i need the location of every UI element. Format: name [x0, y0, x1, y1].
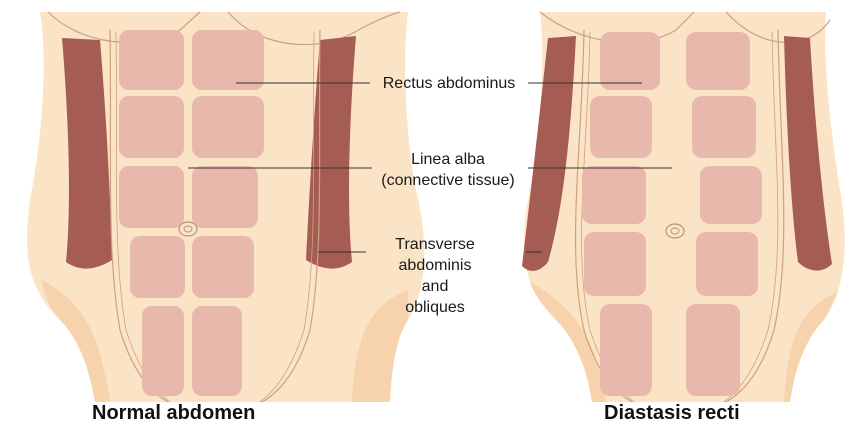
normal-rectus-block [119, 30, 184, 90]
rectus-abdominus-label: Rectus abdominus [370, 73, 528, 94]
diastasis-rectus-block [590, 96, 652, 158]
normal-abdomen-caption: Normal abdomen [92, 402, 255, 425]
diastasis-rectus-block [600, 32, 660, 90]
normal-rectus-block [119, 96, 184, 158]
diastasis-recti-caption: Diastasis recti [604, 402, 740, 425]
diastasis-rectus-block [700, 166, 762, 224]
normal-abdomen-figure [27, 12, 424, 402]
transverse-label-line2: abdominis [380, 255, 490, 276]
diastasis-recti-figure [522, 12, 845, 402]
normal-rectus-block [192, 30, 264, 90]
navel-icon [666, 224, 684, 238]
transverse-label-line4: obliques [380, 297, 490, 318]
normal-rectus-block [192, 166, 258, 228]
normal-rectus-block [142, 306, 184, 396]
navel-icon [179, 222, 197, 236]
normal-rectus-block [192, 236, 254, 298]
diastasis-rectus-block [600, 304, 652, 396]
linea-alba-label-line1: Linea alba [368, 149, 528, 170]
transverse-label-line1: Transverse [380, 234, 490, 255]
normal-rectus-block [192, 96, 264, 158]
diastasis-rectus-block [582, 166, 646, 224]
diastasis-rectus-block [686, 304, 740, 396]
diastasis-rectus-block [584, 232, 646, 296]
diastasis-rectus-block [696, 232, 758, 296]
linea-alba-label: Linea alba (connective tissue) [368, 149, 528, 191]
diastasis-rectus-block [692, 96, 756, 158]
normal-rectus-block [130, 236, 185, 298]
linea-alba-label-line2: (connective tissue) [368, 170, 528, 191]
normal-rectus-block [119, 166, 184, 228]
normal-rectus-block [192, 306, 242, 396]
transverse-label-line3: and [380, 276, 490, 297]
diastasis-rectus-block [686, 32, 750, 90]
transverse-obliques-label: Transverse abdominis and obliques [380, 234, 490, 318]
